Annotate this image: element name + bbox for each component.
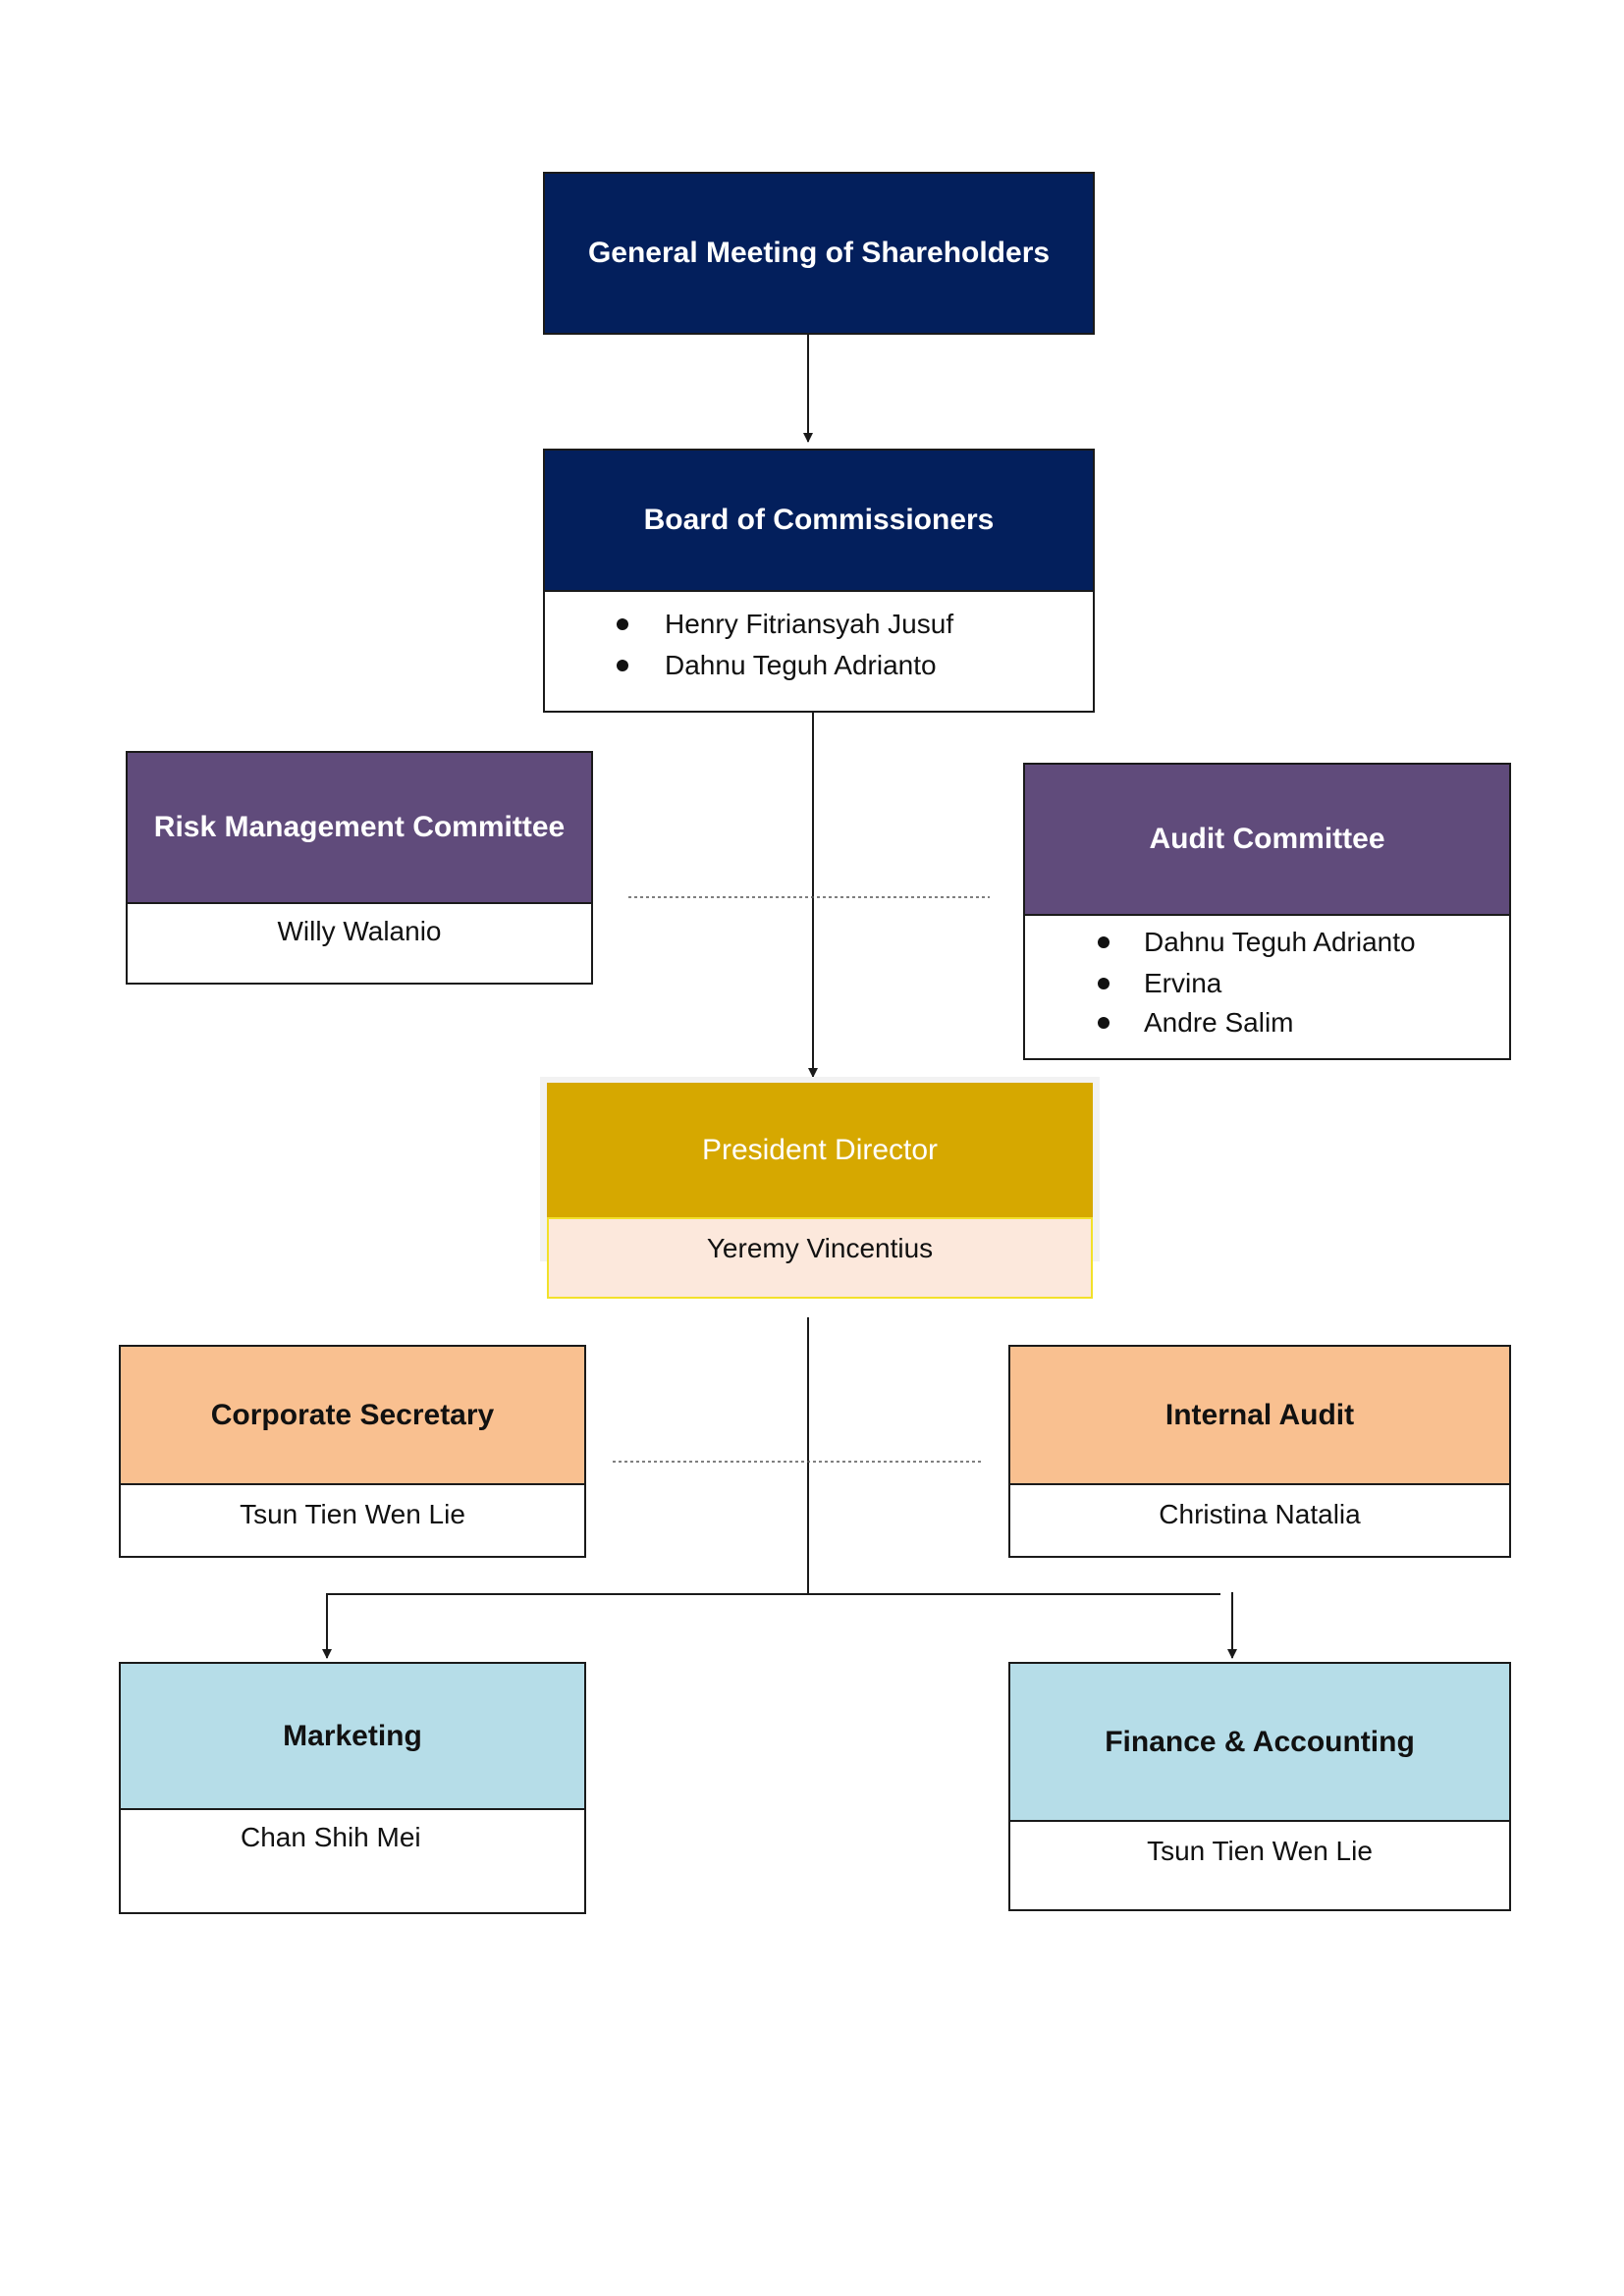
finance-accounting-member: Tsun Tien Wen Lie	[1147, 1836, 1373, 1866]
risk-management-committee-title: Risk Management Committee	[128, 753, 591, 904]
audit-committee-member-name: Dahnu Teguh Adrianto	[1144, 927, 1416, 957]
general-meeting-box: General Meeting of Shareholders	[543, 172, 1095, 335]
board-of-commissioners-title: Board of Commissioners	[545, 451, 1093, 592]
risk-management-committee-box: Risk Management Committee Willy Walanio	[126, 751, 593, 985]
president-director-title: President Director	[547, 1083, 1093, 1217]
bullet-icon	[1098, 978, 1110, 989]
audit-committee-member-item: Andre Salim	[1025, 1004, 1509, 1041]
corporate-secretary-member: Tsun Tien Wen Lie	[240, 1499, 465, 1529]
internal-audit-box: Internal Audit Christina Natalia	[1008, 1345, 1511, 1558]
audit-committee-member-name: Ervina	[1144, 968, 1222, 998]
bullet-icon	[1098, 1017, 1110, 1029]
board-member-item: Dahnu Teguh Adrianto	[545, 645, 1093, 686]
marketing-member: Chan Shih Mei	[241, 1822, 421, 1852]
president-director-box: President Director Yeremy Vincentius	[547, 1083, 1093, 1299]
audit-committee-title: Audit Committee	[1025, 765, 1509, 916]
audit-committee-member-name: Andre Salim	[1144, 1007, 1294, 1038]
bullet-icon	[617, 618, 628, 630]
president-director-member: Yeremy Vincentius	[547, 1217, 1093, 1299]
general-meeting-title: General Meeting of Shareholders	[545, 174, 1093, 333]
board-members: Henry Fitriansyah Jusuf Dahnu Teguh Adri…	[545, 592, 1093, 686]
board-member-name: Henry Fitriansyah Jusuf	[665, 609, 954, 639]
bullet-icon	[1098, 936, 1110, 948]
internal-audit-member: Christina Natalia	[1159, 1499, 1361, 1529]
internal-audit-title: Internal Audit	[1010, 1347, 1509, 1485]
audit-committee-member-item: Dahnu Teguh Adrianto	[1025, 922, 1509, 963]
finance-accounting-box: Finance & Accounting Tsun Tien Wen Lie	[1008, 1662, 1511, 1911]
audit-committee-box: Audit Committee Dahnu Teguh Adrianto Erv…	[1023, 763, 1511, 1060]
finance-accounting-title: Finance & Accounting	[1010, 1664, 1509, 1822]
risk-management-committee-member: Willy Walanio	[277, 916, 442, 946]
marketing-box: Marketing Chan Shih Mei	[119, 1662, 586, 1914]
corporate-secretary-title: Corporate Secretary	[121, 1347, 584, 1485]
bullet-icon	[617, 660, 628, 671]
marketing-title: Marketing	[121, 1664, 584, 1810]
audit-committee-member-item: Ervina	[1025, 963, 1509, 1004]
board-of-commissioners-box: Board of Commissioners Henry Fitriansyah…	[543, 449, 1095, 713]
board-member-name: Dahnu Teguh Adrianto	[665, 650, 937, 680]
corporate-secretary-box: Corporate Secretary Tsun Tien Wen Lie	[119, 1345, 586, 1558]
board-member-item: Henry Fitriansyah Jusuf	[545, 604, 1093, 645]
audit-committee-members: Dahnu Teguh Adrianto Ervina Andre Salim	[1025, 916, 1509, 1041]
